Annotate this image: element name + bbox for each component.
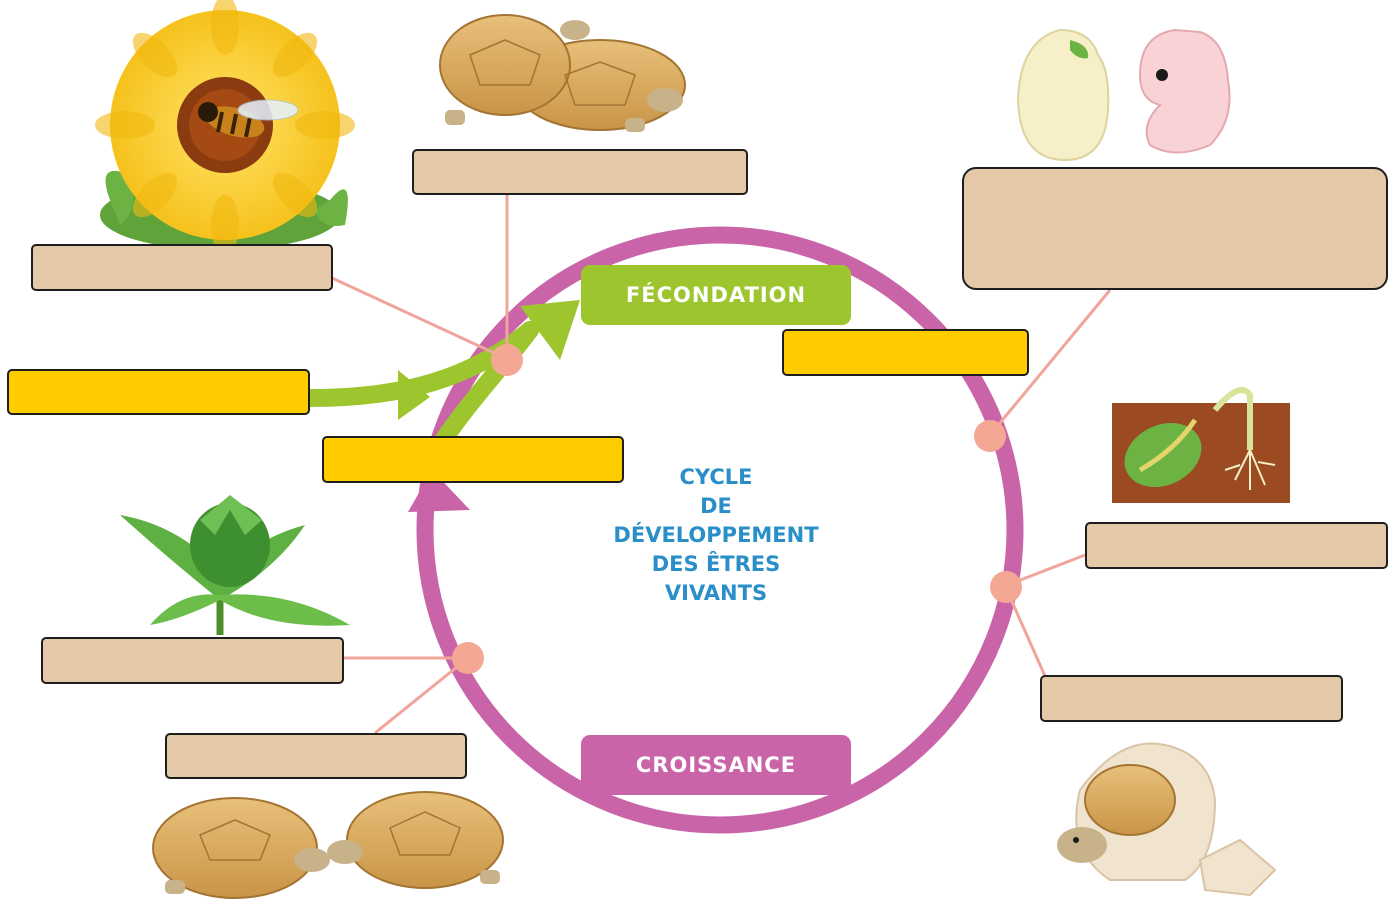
hatching-tortoise-illustration: [1057, 742, 1277, 897]
connector-dot: [974, 420, 1006, 452]
mating-tortoises-illustration: [439, 14, 686, 132]
svg-text:DÉVELOPPEMENT: DÉVELOPPEMENT: [613, 522, 819, 547]
stage-croissance: CROISSANCE: [581, 735, 851, 795]
connector-lines: [331, 195, 1112, 735]
sunflower-answer-box[interactable]: [31, 244, 333, 291]
hatching-answer-box[interactable]: [1040, 675, 1343, 722]
germinating-seed-illustration: [1112, 387, 1290, 503]
adult-tortoises-illustration: [152, 791, 504, 899]
seed-embryo-answer-box[interactable]: [962, 167, 1388, 290]
mating-tortoises-answer-box[interactable]: [412, 149, 748, 195]
connector-dot: [990, 571, 1022, 603]
svg-text:CROISSANCE: CROISSANCE: [636, 753, 796, 777]
germination-answer-box[interactable]: [1085, 522, 1388, 569]
connector-dot: [491, 344, 523, 376]
left-arrow-answer-box[interactable]: [7, 369, 310, 415]
connector-dots: [452, 344, 1022, 674]
adult-tortoises-answer-box[interactable]: [165, 733, 467, 779]
svg-text:FÉCONDATION: FÉCONDATION: [626, 282, 806, 307]
young-plant-illustration: [120, 495, 350, 635]
bee-icon: [198, 99, 299, 138]
connector-dot: [452, 642, 484, 674]
svg-text:VIVANTS: VIVANTS: [665, 581, 767, 605]
green-arrowhead-small: [398, 370, 430, 420]
green-arrowhead-main: [520, 300, 580, 360]
bean-seed-and-embryo-illustration: [1016, 28, 1231, 162]
center-title: CYCLE DE DÉVELOPPEMENT DES ÊTRES VIVANTS: [613, 465, 819, 605]
cycle-arrowhead: [408, 470, 470, 512]
sunflower-with-bee-illustration: [95, 0, 355, 255]
svg-text:DES ÊTRES: DES ÊTRES: [652, 551, 781, 576]
fecondation-right-answer-box[interactable]: [782, 329, 1029, 376]
young-plant-answer-box[interactable]: [41, 637, 344, 684]
green-arrows: [301, 321, 539, 454]
stage-fecondation: FÉCONDATION: [581, 265, 851, 325]
svg-text:DE: DE: [700, 494, 732, 518]
cycle-ring: [408, 226, 1024, 834]
svg-text:CYCLE: CYCLE: [679, 465, 752, 489]
lower-arrow-answer-box[interactable]: [322, 436, 624, 483]
